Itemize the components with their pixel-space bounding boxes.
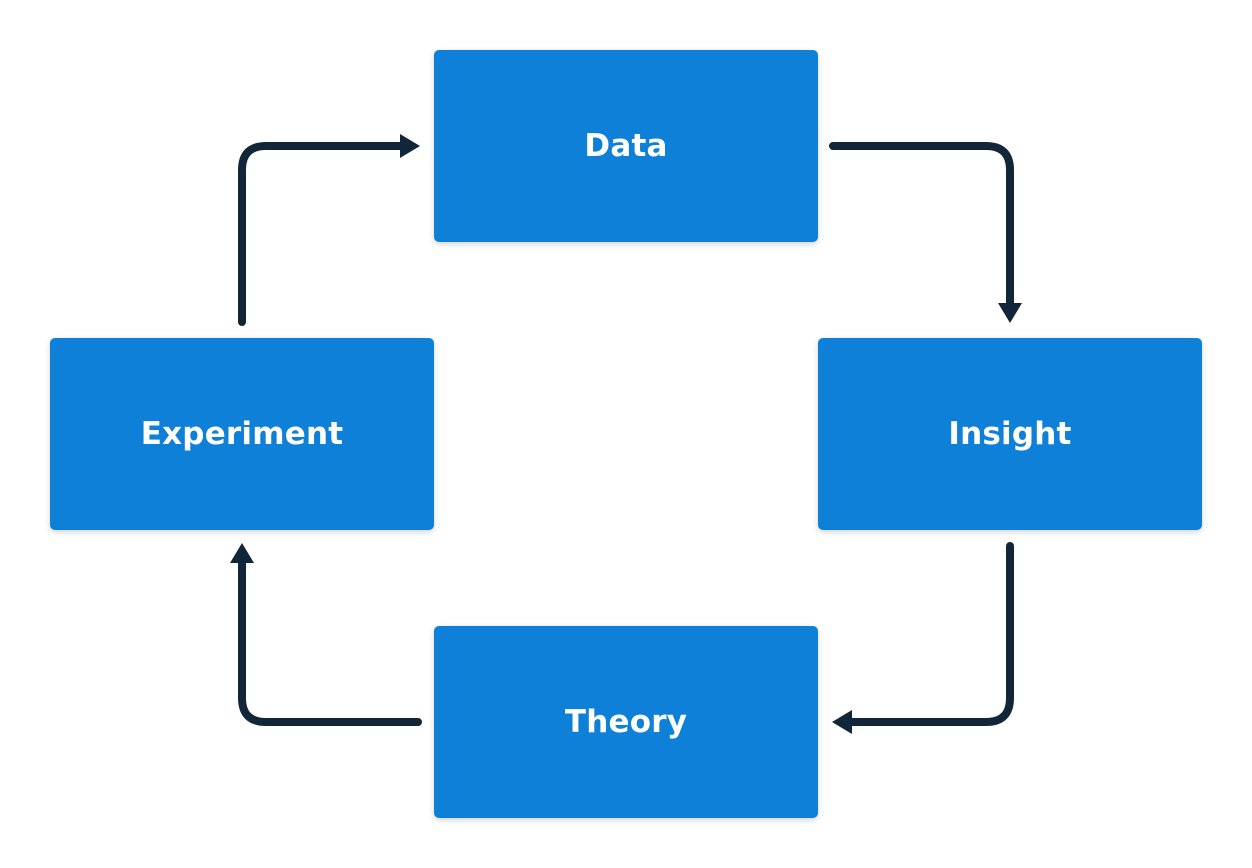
node-experiment[interactable]: Experiment <box>50 338 434 530</box>
arrow-line-data-to-insight <box>829 142 1014 307</box>
node-experiment-label: Experiment <box>140 416 344 452</box>
arrow-data-to-insight <box>829 142 1022 323</box>
arrow-line-theory-to-experiment <box>238 559 422 726</box>
node-insight-label: Insight <box>948 416 1072 452</box>
arrowhead-up <box>230 543 254 563</box>
node-insight[interactable]: Insight <box>818 338 1202 530</box>
arrow-experiment-to-data <box>238 134 420 326</box>
node-theory-label: Theory <box>564 704 688 740</box>
arrow-theory-to-experiment <box>230 543 422 726</box>
arrowhead-left <box>832 710 852 734</box>
node-theory[interactable]: Theory <box>434 626 818 818</box>
arrow-line-insight-to-theory <box>848 542 1014 726</box>
arrowhead-right <box>400 134 420 158</box>
arrow-line-experiment-to-data <box>238 142 404 326</box>
arrowhead-down <box>998 303 1022 323</box>
arrow-insight-to-theory <box>832 542 1014 734</box>
node-data[interactable]: Data <box>434 50 818 242</box>
node-data-label: Data <box>584 128 668 164</box>
